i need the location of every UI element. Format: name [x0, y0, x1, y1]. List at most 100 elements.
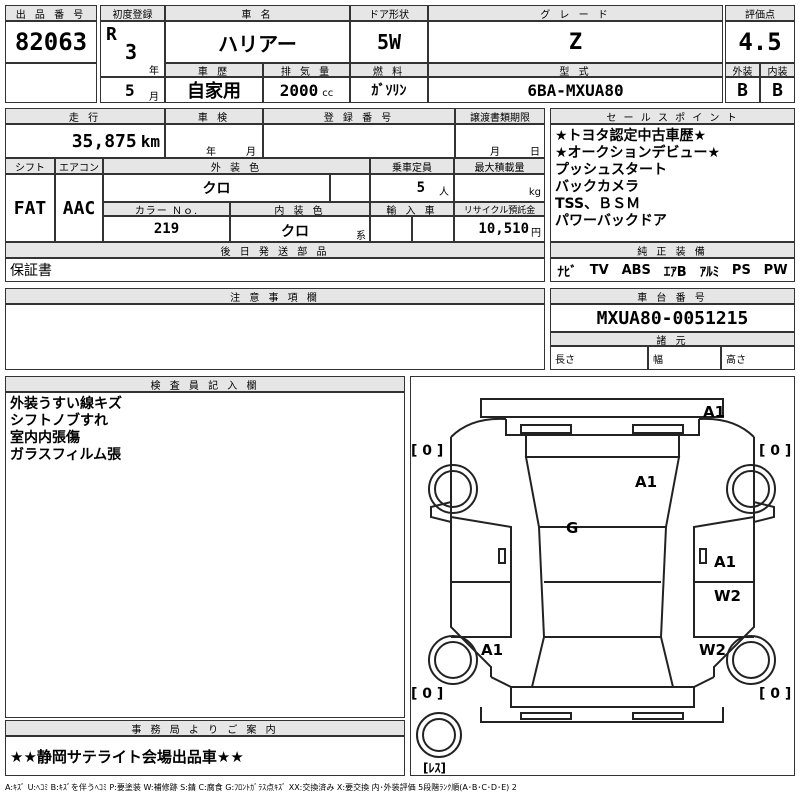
car-name: ハリアー [165, 21, 350, 63]
width-field: 幅 [648, 346, 721, 370]
sales-point-list: ★トヨタ認定中古車歴★ ★オークションデビュー★ プッシュスタート バックカメラ… [550, 124, 795, 242]
mileage-label: 走 行 [5, 108, 165, 124]
reg-month-box: 5 月 [100, 77, 165, 103]
length-field: 長さ [550, 346, 648, 370]
history: 自家用 [165, 77, 263, 103]
lot-number-blank [5, 63, 97, 103]
recycle-label: リサイクル預託金 [454, 202, 545, 216]
registration-number-label: 登 録 番 号 [263, 108, 455, 124]
import-box-b [412, 216, 454, 242]
import-box-a [370, 216, 412, 242]
damage-mark: A1 [481, 641, 503, 659]
standard-equipment-label: 純 正 装 備 [550, 242, 795, 258]
fuel-label: 燃 料 [350, 63, 428, 78]
equipment-item-navi: ﾅﾋﾞ [557, 264, 577, 280]
transfer-deadline-box: 月 日 [455, 124, 545, 158]
height-field: 高さ [721, 346, 795, 370]
equipment-item-ps: PS [731, 262, 751, 278]
wheels [416, 464, 776, 758]
standard-equipment-list: ﾅﾋﾞ TV ABS ｴｱB ｱﾙﾐ PS PW [550, 258, 795, 282]
inspection-label: 車 検 [165, 108, 263, 124]
transfer-month-unit: 月 [490, 147, 500, 158]
inspector-comment: ガラスフィルム張 [10, 447, 122, 463]
interior-color-box: クロ 系 [230, 216, 370, 242]
inspector-comments: 外装うすい線キズ シフトノブすれ 室内内張傷 ガラスフィルム張 [5, 392, 405, 718]
capacity-label: 乗車定員 [370, 158, 454, 174]
grade-label: グ レ ー ド [428, 5, 723, 21]
displacement: 2000 [279, 80, 319, 100]
month-unit: 月 [149, 92, 159, 103]
damage-marks: A1 A1 G A1 W2 A1 W2 [481, 403, 741, 659]
sales-point-item: TSS、ＢＳＭ [555, 196, 641, 212]
fuel: ｶﾞｿﾘﾝ [350, 77, 428, 103]
damage-mark: W2 [714, 587, 741, 605]
inspector-comment: 外装うすい線キズ [10, 396, 122, 412]
exterior-label: 外装 [725, 63, 760, 78]
interior-grade: B [760, 77, 795, 103]
inspection-box: 年 月 [165, 124, 263, 158]
interior-color: クロ [281, 224, 309, 240]
damage-mark: W2 [699, 641, 726, 659]
damage-diagram: [ 0 ] [ 0 ] [ 0 ] [ 0 ] [ﾚｽ] A1 A1 G A1 … [410, 376, 795, 776]
inspection-month-unit: 月 [246, 147, 256, 158]
exterior-grade: B [725, 77, 760, 103]
inspector-comment: シフトノブすれ [10, 413, 108, 429]
exterior-color-label: 外 装 色 [103, 158, 370, 174]
grade: Z [428, 21, 723, 63]
equipment-item-pw: PW [763, 262, 788, 278]
sales-point-label: セ ー ル ス ポ イ ン ト [550, 108, 795, 124]
era: R [106, 24, 117, 45]
equipment-item-alloy: ｱﾙﾐ [699, 264, 720, 280]
displacement-label: 排 気 量 [263, 63, 350, 78]
displacement-unit: cc [322, 87, 334, 99]
mileage: 35,875 [71, 130, 137, 152]
ac: AAC [55, 174, 103, 242]
history-label: 車 歴 [165, 63, 263, 78]
recycle-unit: 円 [531, 227, 541, 239]
reg-month: 5 [125, 81, 135, 100]
first-registration-box: R 3 年 [100, 21, 165, 77]
interior-label: 内装 [760, 63, 795, 78]
registration-number-box [263, 124, 455, 158]
recycle-fee: 10,510 [478, 221, 529, 237]
chassis-number: MXUA80-0051215 [550, 304, 795, 332]
damage-legend: A:ｷｽﾞ U:ﾍｺﾐ B:ｷｽﾞを伴うﾍｺﾐ P:要塗装 W:補修跡 S:錆 … [5, 783, 517, 792]
accessories-label: 後 日 発 送 部 品 [5, 242, 545, 258]
model-code: 6BA-MXUA80 [428, 77, 723, 103]
damage-mark: A1 [714, 553, 736, 571]
evaluation-score: 4.5 [725, 21, 795, 63]
shift: FAT [5, 174, 55, 242]
exterior-color: クロ [103, 174, 330, 202]
interior-color-label: 内 装 色 [230, 202, 370, 217]
color-number-label: カラー Ｎｏ. [103, 202, 230, 217]
year-unit: 年 [149, 66, 159, 77]
capacity-unit: 人 [439, 186, 449, 198]
equipment-item-abs: ABS [621, 262, 651, 278]
damage-mark: A1 [703, 403, 725, 421]
color-number: 219 [103, 216, 230, 242]
sales-point-item: パワーバックドア [555, 213, 667, 229]
sales-point-item: プッシュスタート [555, 162, 667, 178]
reg-year: 3 [125, 40, 138, 64]
tire-front-left: [ 0 ] [411, 443, 443, 459]
door-type: 5W [350, 21, 428, 63]
shift-label: シフト [5, 158, 55, 174]
spare-tire: [ﾚｽ] [423, 761, 446, 775]
tire-rear-left: [ 0 ] [411, 686, 443, 702]
max-load-label: 最大積載量 [454, 158, 545, 174]
equipment-item-tv: TV [589, 262, 609, 278]
dimensions-label: 諸 元 [550, 332, 795, 347]
tire-rear-right: [ 0 ] [759, 686, 791, 702]
ac-label: エアコン [55, 158, 103, 174]
capacity: 5 [416, 180, 425, 196]
recycle-box: 10,510 円 [454, 216, 545, 242]
car-diagram-svg: [ 0 ] [ 0 ] [ 0 ] [ 0 ] [ﾚｽ] A1 A1 G A1 … [411, 398, 791, 775]
sales-point-item: ★トヨタ認定中古車歴★ [555, 128, 707, 144]
inspection-year-unit: 年 [206, 147, 216, 158]
mileage-box: 35,875 km [5, 124, 165, 158]
score-label: 評価点 [725, 5, 795, 21]
office-notice: ★★静岡サテライト会場出品車★★ [5, 736, 405, 776]
sales-point-item: バックカメラ [555, 179, 639, 195]
accessories: 保証書 [5, 258, 545, 282]
mileage-unit: km [140, 131, 160, 151]
